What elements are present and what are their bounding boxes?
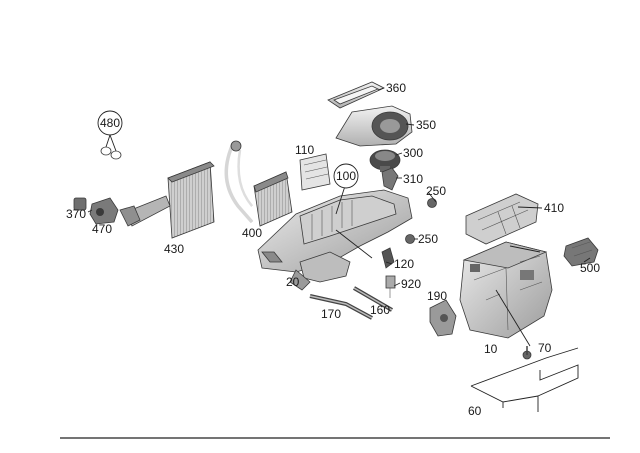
label-160: 160 (370, 303, 390, 317)
circle-100 (333, 163, 359, 189)
label-480: 480 (100, 116, 120, 130)
label-70: 70 (538, 341, 552, 355)
part-20-lower-housing (289, 251, 351, 291)
part-360-filter-frame (327, 81, 385, 109)
label-370: 370 (66, 207, 86, 221)
part-60-gasket (470, 347, 579, 412)
part-160-cable (352, 286, 394, 312)
label-170: 170 (321, 307, 341, 321)
label-110: 110 (295, 143, 314, 157)
label-920: 920 (401, 277, 421, 291)
label-500: 500 (580, 261, 600, 275)
part-250-grommet-lower (405, 234, 415, 244)
part-370-cap (73, 197, 87, 211)
part-480-o-rings (100, 146, 122, 160)
label-20: 20 (286, 275, 300, 289)
part-250-grommet-upper (427, 198, 437, 208)
label-120: 120 (394, 257, 414, 271)
label-190: 190 (427, 289, 447, 303)
part-310-resistor (381, 167, 399, 191)
label-10: 10 (484, 342, 498, 356)
leader-lines (87, 87, 591, 347)
part-100-upper-housing (257, 189, 413, 273)
part-470-expansion-valve (89, 197, 119, 225)
part-70-screw (522, 346, 532, 360)
label-100: 100 (336, 169, 356, 183)
part-190-flap (429, 299, 457, 337)
part-430-evaporator (119, 161, 215, 239)
label-400: 400 (242, 226, 262, 240)
label-410: 410 (544, 201, 564, 215)
part-10-main-module (459, 241, 553, 339)
part-400-ac-lines (224, 140, 254, 224)
label-250-lower: 250 (418, 232, 438, 246)
part-110-cabin-filter (299, 153, 331, 191)
heater-core (253, 171, 293, 227)
circle-480 (97, 110, 123, 136)
label-250-upper: 250 (426, 184, 446, 198)
label-360: 360 (386, 81, 406, 95)
part-120-actuator (381, 247, 395, 269)
part-410-filter-frame (465, 193, 539, 245)
part-170-cable (309, 294, 373, 320)
part-300-blower-motor (369, 149, 401, 172)
part-350-blower-housing (335, 105, 413, 147)
label-470: 470 (92, 222, 112, 236)
label-350: 350 (416, 118, 436, 132)
label-60: 60 (468, 404, 482, 418)
label-430: 430 (164, 242, 184, 256)
label-310: 310 (403, 172, 423, 186)
part-500-control-unit (563, 237, 599, 267)
label-300: 300 (403, 146, 423, 160)
part-920-sensor (385, 275, 396, 298)
